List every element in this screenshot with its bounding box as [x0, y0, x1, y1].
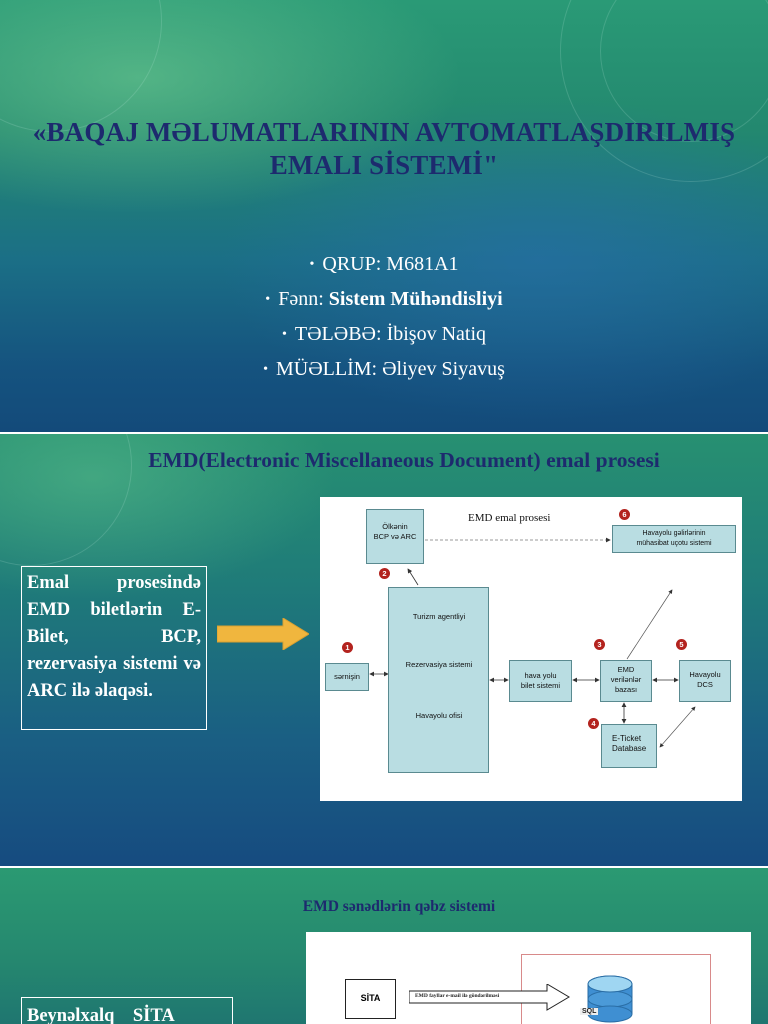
box-label: verilənlər [610, 675, 642, 684]
dcs-box: Havayolu DCS [679, 660, 731, 702]
arrow-shape [217, 618, 309, 650]
bullet-icon: • [263, 362, 268, 377]
slide-title: EMD(Electronic Miscellaneous Document) e… [148, 448, 660, 472]
slide-divider [0, 432, 768, 434]
bcp-arc-box: Ölkənin BCP və ARC [366, 509, 424, 564]
title-line-1: «BAQAJ MƏLUMATLARININ AVTOMATLAŞDIRILMIŞ [32, 117, 736, 147]
bullet-label: Fənn: [278, 288, 329, 310]
step-marker-6: 6 [619, 509, 630, 520]
email-arrow-icon [409, 984, 570, 1011]
bullet-label: TƏLƏBƏ: [294, 323, 387, 345]
box-label: EMD [617, 665, 635, 674]
emd-database-box: EMD verilənlər bazası [600, 660, 652, 702]
step-marker-4: 4 [588, 718, 599, 729]
office-label: Havayolu ofisi [415, 711, 463, 720]
reservation-label: Rezervasiya sistemi [405, 660, 473, 669]
bullet-icon: • [309, 257, 315, 272]
box-label: hava yolu [524, 671, 557, 680]
info-bullets: • QRUP: M681A1 • Fənn: Sistem Mühəndisliyi… [0, 248, 768, 388]
slide-divider [0, 866, 768, 868]
box-label: BCP və ARC [373, 532, 417, 541]
box-label: Database [612, 744, 647, 753]
bullet-icon: • [281, 327, 287, 342]
bullet-label: MÜƏLLİM: [276, 358, 383, 380]
bullet-teacher: • MÜƏLLİM: Əliyev Siyavuş [0, 353, 768, 388]
description-textbox: Beynəlxalq SİTA [21, 997, 233, 1024]
agency-box: Turizm agentliyi Rezervasiya sistemi Hav… [388, 587, 489, 773]
box-label: Havayolu gəlirlərinin [642, 530, 706, 537]
accounting-system-box: Havayolu gəlirlərinin mühasibat uçotu si… [612, 525, 736, 553]
title-slide: «BAQAJ MƏLUMATLARININ AVTOMATLAŞDIRILMIŞ… [0, 0, 768, 432]
ticket-system-box: hava yolu bilet sistemi [509, 660, 572, 702]
bullet-label: QRUP: [322, 253, 387, 275]
bullet-value: Əliyev Siyavuş [382, 358, 505, 380]
bullet-subject: • Fənn: Sistem Mühəndisliyi [0, 283, 768, 318]
step-marker-5: 5 [676, 639, 687, 650]
box-label: E-Ticket [612, 734, 642, 743]
description-textbox: Emal prosesində EMD biletlərin E-Bilet, … [21, 566, 207, 730]
agency-label: Turizm agentliyi [412, 612, 466, 621]
server-frame [521, 954, 711, 1024]
box-label: mühasibat uçotu sistemi [636, 540, 712, 547]
bullet-student: • TƏLƏBƏ: İbişov Natiq [0, 318, 768, 353]
sita-box: SİTA [345, 979, 396, 1019]
box-label: sərnişin [334, 672, 360, 681]
emd-process-diagram: EMD emal prosesi Ölkənin BCP və ARC Hava… [320, 497, 742, 801]
box-label: DCS [697, 680, 713, 689]
passenger-box: sərnişin [325, 663, 369, 691]
textbox-text: Beynəlxalq SİTA [27, 1006, 175, 1024]
right-arrow-icon [217, 618, 309, 650]
bullet-value: Sistem Mühəndisliyi [328, 288, 503, 310]
slide-title: EMD sənədlərin qəbz sistemi [302, 898, 496, 915]
emd-receipt-slide: EMD sənədlərin qəbz sistemi SİTA EMD fay… [0, 868, 768, 1024]
bullet-value: M681A1 [386, 253, 459, 275]
bullet-group: • QRUP: M681A1 [0, 248, 768, 283]
step-marker-1: 1 [342, 642, 353, 653]
box-label: Ölkənin [382, 522, 408, 531]
receipt-system-diagram: SİTA EMD fayllar e-mail ilə göndərilməsi… [306, 932, 751, 1024]
diagram-title: EMD emal prosesi [468, 512, 551, 524]
box-label: bazası [614, 685, 638, 694]
box-label: bilet sistemi [520, 681, 561, 690]
emd-process-slide: EMD(Electronic Miscellaneous Document) e… [0, 434, 768, 866]
step-marker-3: 3 [594, 639, 605, 650]
arrow-label: EMD fayllar e-mail ilə göndərilməsi [415, 993, 500, 999]
presentation-title: «BAQAJ MƏLUMATLARININ AVTOMATLAŞDIRILMIŞ… [0, 116, 768, 182]
bullet-icon: • [265, 292, 271, 307]
eticket-database-box: E-Ticket Database [601, 724, 657, 768]
sql-label: SQL [580, 1008, 599, 1015]
diagram-connectors [369, 537, 696, 748]
bullet-value: İbişov Natiq [386, 323, 486, 345]
title-line-2: EMALI SİSTEMİ" [269, 150, 499, 180]
database-icon [587, 975, 633, 1023]
box-label: Havayolu [689, 670, 721, 679]
step-marker-2: 2 [379, 568, 390, 579]
